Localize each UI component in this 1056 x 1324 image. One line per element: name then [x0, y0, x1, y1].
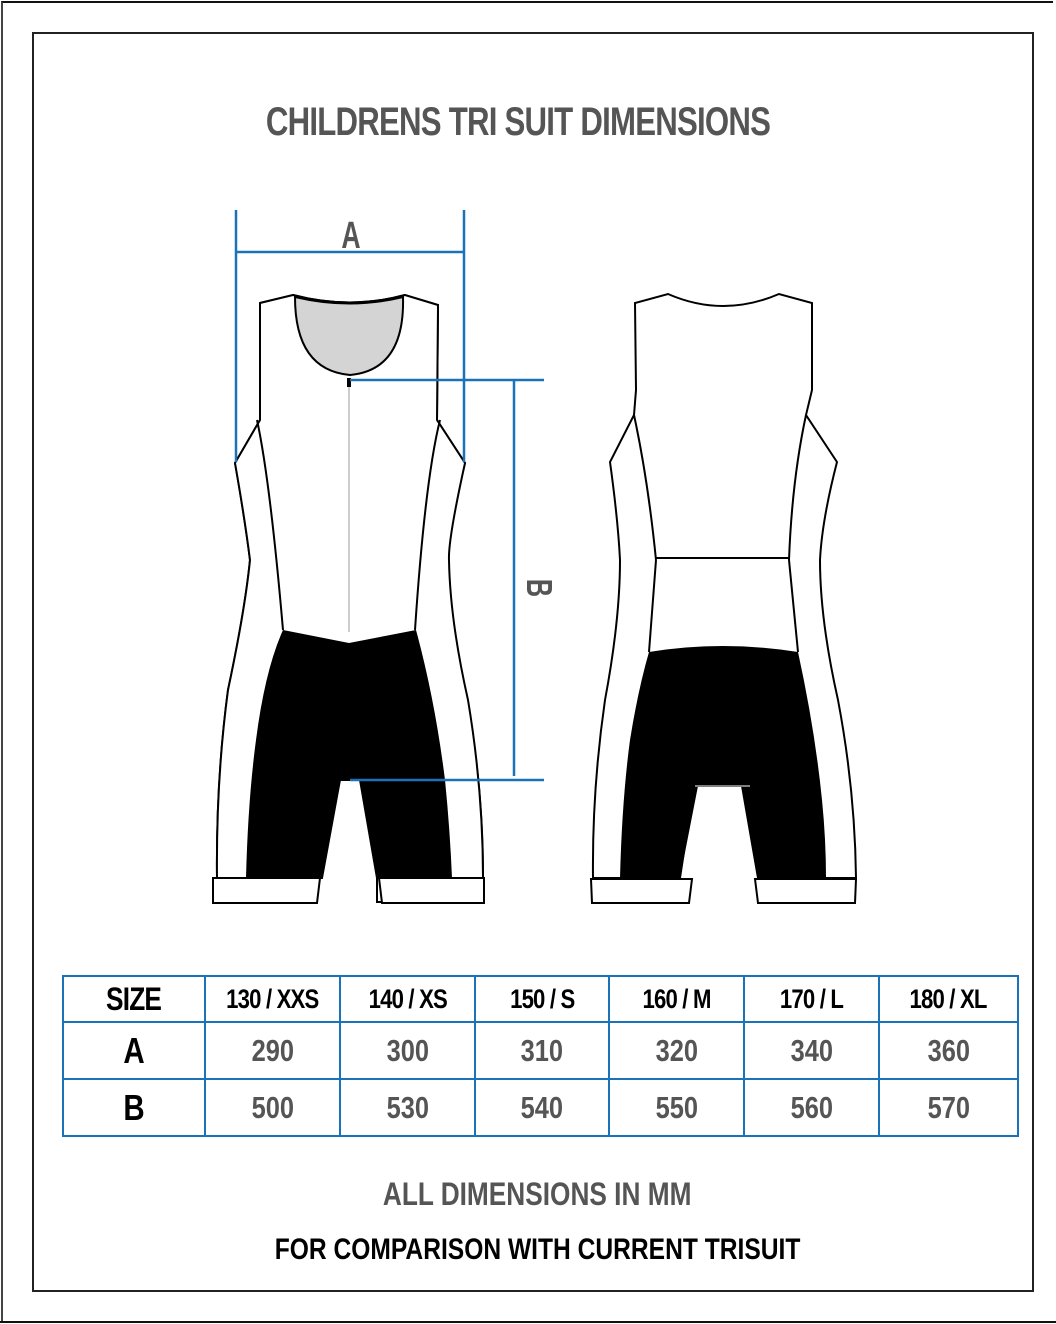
table-cell: 290 — [204, 1021, 341, 1080]
back-right-cuff — [753, 878, 858, 904]
table-header-row: SIZE 130 / XXS 140 / XS 150 / S 160 / M … — [62, 975, 1019, 1023]
dimension-b-label: B — [519, 579, 560, 597]
size-table: SIZE 130 / XXS 140 / XS 150 / S 160 / M … — [62, 975, 1019, 1137]
header-size-col: 160 / M — [608, 975, 745, 1023]
dimension-b: B — [350, 378, 560, 782]
bottom-rule — [0, 1321, 1056, 1323]
front-neck-panel — [293, 295, 405, 377]
comparison-note: FOR COMPARISON WITH CURRENT TRISUIT — [274, 1233, 801, 1266]
back-view — [589, 292, 858, 904]
header-size-col: 150 / S — [474, 975, 610, 1023]
front-left-cuff — [212, 877, 322, 904]
table-cell: 300 — [339, 1021, 476, 1080]
tri-suit-diagram: A B — [212, 210, 858, 904]
dimension-a-label: A — [341, 213, 360, 256]
table-cell: 550 — [608, 1078, 745, 1137]
table-cell: 540 — [474, 1078, 610, 1137]
dimension-a: A — [234, 210, 466, 462]
table-row: B 500 530 540 550 560 570 — [62, 1078, 1019, 1137]
row-label: A — [62, 1021, 206, 1080]
front-view — [212, 293, 485, 904]
row-label: B — [62, 1078, 206, 1137]
table-cell: 310 — [474, 1021, 610, 1080]
table-cell: 500 — [204, 1078, 341, 1137]
front-shorts-panel — [246, 630, 452, 878]
table-cell: 320 — [608, 1021, 745, 1080]
page-title: CHILDRENS TRI SUIT DIMENSIONS — [265, 100, 771, 144]
units-note: ALL DIMENSIONS IN MM — [383, 1176, 692, 1212]
back-left-cuff — [589, 878, 694, 904]
header-size-col: 130 / XXS — [204, 975, 341, 1023]
table-row: A 290 300 310 320 340 360 — [62, 1021, 1019, 1080]
header-size: SIZE — [62, 975, 206, 1023]
header-size-col: 140 / XS — [339, 975, 476, 1023]
front-right-cuff — [377, 877, 485, 904]
table-cell: 570 — [878, 1078, 1019, 1137]
table-cell: 530 — [339, 1078, 476, 1137]
table-cell: 360 — [878, 1021, 1019, 1080]
table-cell: 340 — [743, 1021, 880, 1080]
inner-frame — [32, 32, 1034, 1292]
header-size-col: 180 / XL — [878, 975, 1019, 1023]
back-shorts-panel — [620, 646, 826, 878]
table-cell: 560 — [743, 1078, 880, 1137]
header-size-col: 170 / L — [743, 975, 880, 1023]
